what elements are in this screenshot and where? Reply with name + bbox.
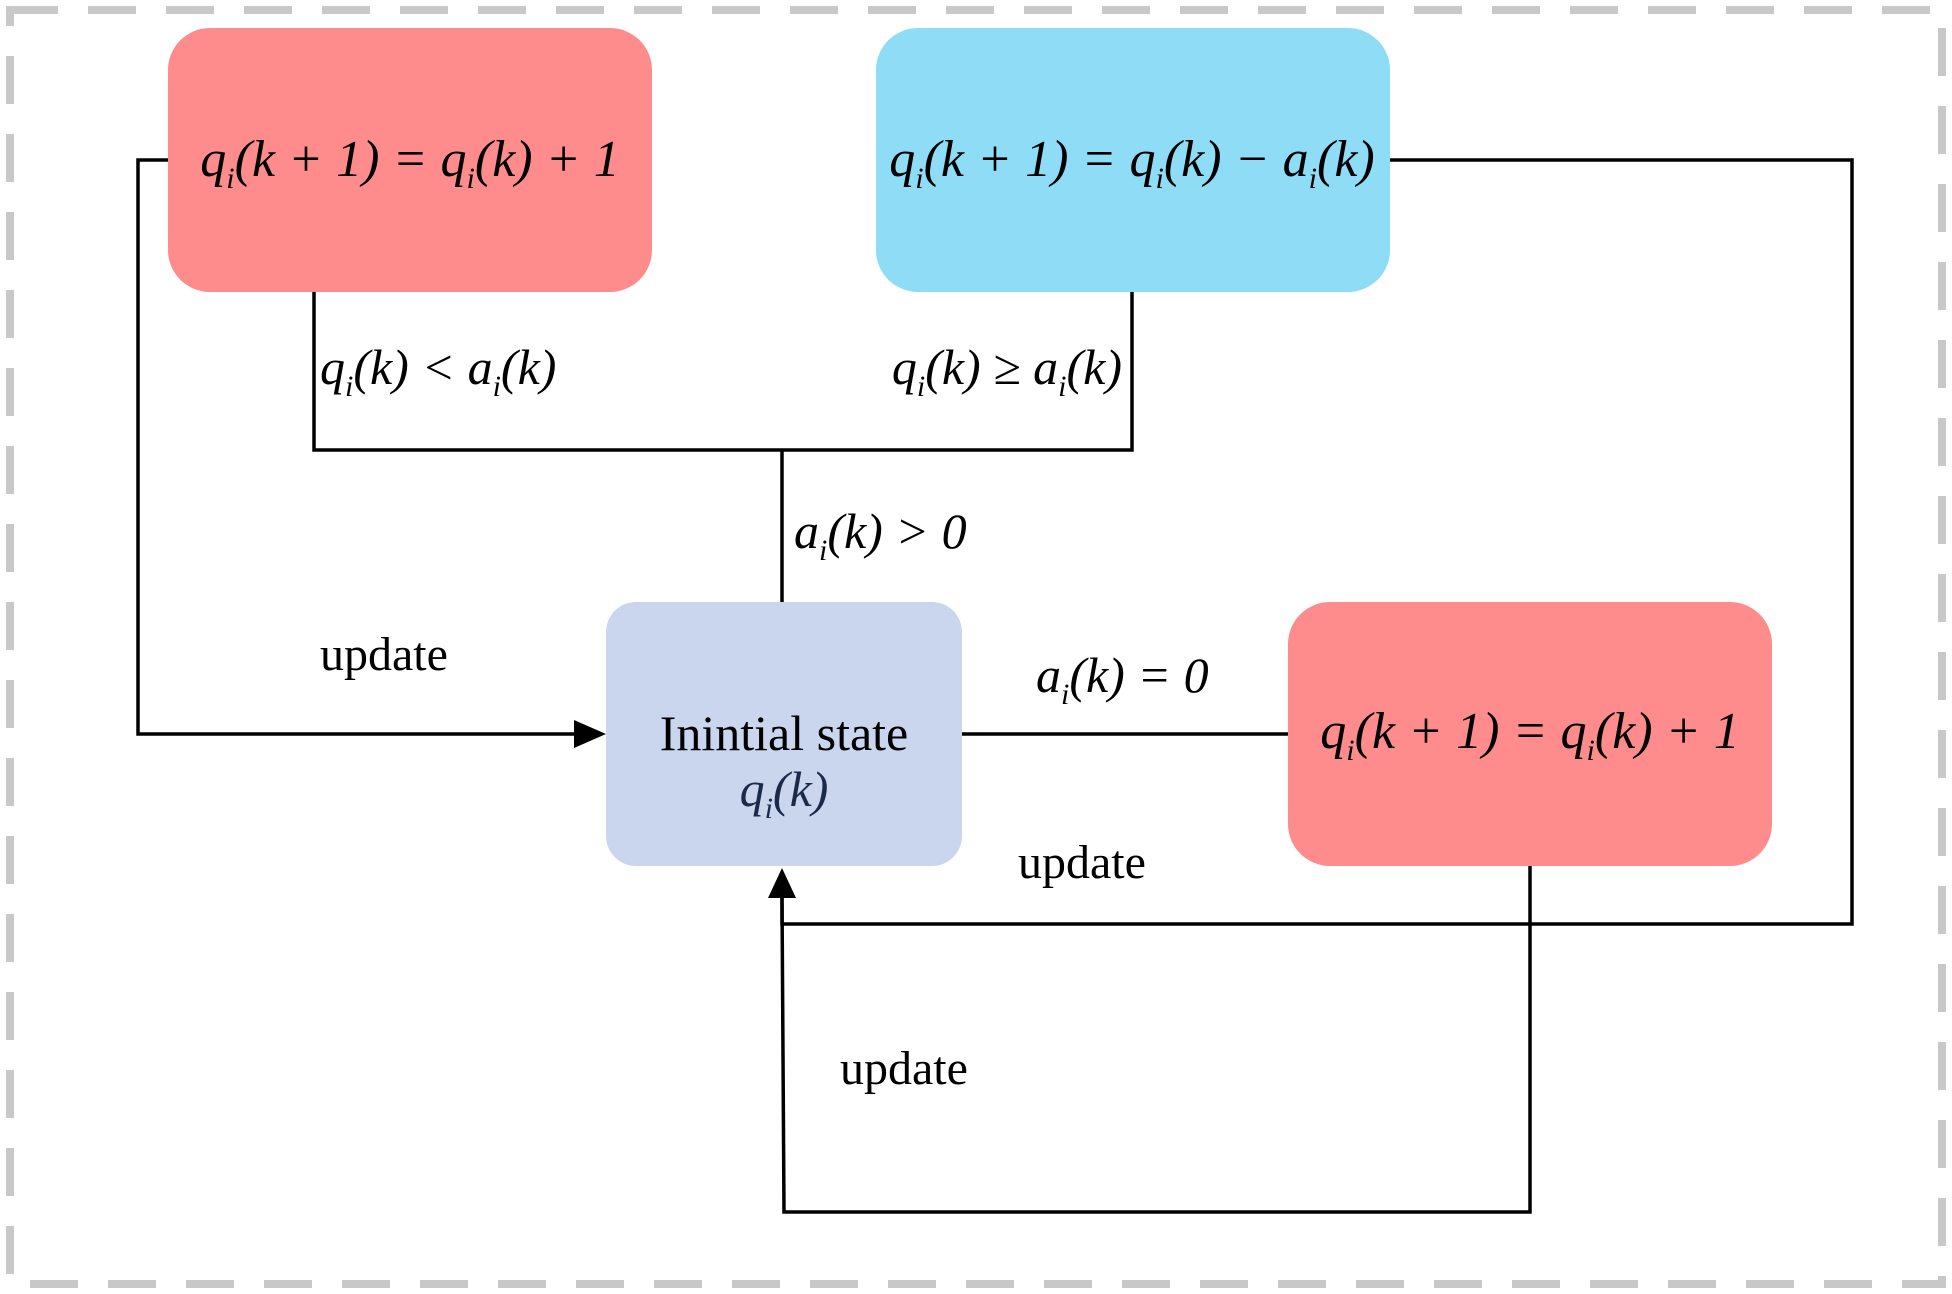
arrowhead-right	[574, 720, 606, 748]
eq-symbol: a	[1283, 131, 1309, 188]
eq-subscript: i	[917, 370, 925, 403]
eq-symbol: a	[1036, 647, 1061, 703]
eq-symbol: q	[892, 339, 917, 395]
eq-subscript: i	[1058, 370, 1066, 403]
dashed-frame	[6, 6, 1946, 1288]
node-decrement-top-right: qi(k + 1) = qi(k) − ai(k)	[876, 28, 1390, 292]
eq-symbol: a	[1033, 339, 1058, 395]
eq-subscript: i	[493, 370, 501, 403]
eq-subscript: i	[345, 370, 353, 403]
eq-symbol: a	[468, 339, 493, 395]
node-equation: qi(k + 1) = qi(k) + 1	[1320, 703, 1739, 767]
eq-part: (k) > 0	[827, 503, 966, 559]
label-update-mid: update	[1018, 836, 1146, 889]
node-title: Inintial state	[660, 705, 909, 761]
eq-part: (k) + 1	[475, 131, 620, 188]
eq-subscript: i	[1156, 162, 1164, 195]
label-update-bottom: update	[840, 1042, 968, 1095]
eq-subscript: i	[467, 162, 475, 195]
edge-top-left-update	[136, 158, 580, 736]
eq-part: (k + 1) =	[924, 131, 1130, 188]
eq-subscript: i	[1309, 162, 1317, 195]
eq-subscript: i	[1061, 678, 1069, 711]
eq-part: (k)	[1067, 339, 1123, 395]
label-q-geq-a: qi(k) ≥ ai(k)	[892, 339, 1122, 403]
arrowhead-up	[768, 868, 796, 898]
node-increment-top-left: qi(k + 1) = qi(k) + 1	[168, 28, 652, 292]
eq-part: (k)	[1317, 131, 1375, 188]
eq-part: (k + 1) =	[235, 131, 441, 188]
eq-part: (k) = 0	[1069, 647, 1208, 703]
eq-symbol: q	[740, 761, 765, 817]
label-update-left: update	[320, 628, 448, 681]
node-box	[1288, 602, 1772, 866]
eq-subscript: i	[765, 792, 773, 825]
eq-subscript: i	[1346, 734, 1354, 767]
eq-part: (k) −	[1164, 131, 1283, 188]
eq-part: (k) <	[353, 339, 467, 395]
eq-symbol: q	[1320, 703, 1346, 760]
eq-symbol: q	[1561, 703, 1587, 760]
node-box	[876, 28, 1390, 292]
eq-symbol: q	[200, 131, 226, 188]
node-equation: qi(k + 1) = qi(k) − ai(k)	[889, 131, 1374, 195]
eq-symbol: q	[320, 339, 345, 395]
eq-symbol: q	[1130, 131, 1156, 188]
node-initial-state: Inintial state qi(k)	[606, 602, 962, 866]
eq-part: (k + 1) =	[1355, 703, 1561, 760]
eq-part: (k)	[773, 761, 829, 817]
node-increment-right: qi(k + 1) = qi(k) + 1	[1288, 602, 1772, 866]
eq-subscript: i	[226, 162, 234, 195]
eq-symbol: a	[794, 503, 819, 559]
eq-symbol: q	[889, 131, 915, 188]
edge-right-update	[780, 866, 1532, 1214]
connectors	[136, 158, 1854, 1214]
label-q-less-a: qi(k) < ai(k)	[320, 339, 556, 403]
eq-subscript: i	[1587, 734, 1595, 767]
eq-subscript: i	[915, 162, 923, 195]
eq-part: (k) ≥	[925, 339, 1033, 395]
eq-part: (k)	[501, 339, 557, 395]
label-a-gt-0: ai(k) > 0	[794, 503, 967, 567]
label-a-eq-0: ai(k) = 0	[1036, 647, 1209, 711]
node-equation: qi(k + 1) = qi(k) + 1	[200, 131, 619, 195]
eq-subscript: i	[819, 534, 827, 567]
eq-symbol: q	[441, 131, 467, 188]
node-variable: qi(k)	[740, 761, 829, 825]
node-box	[606, 602, 962, 866]
edge-branch-to-top-right	[782, 292, 1134, 452]
eq-part: (k) + 1	[1595, 703, 1740, 760]
node-box	[168, 28, 652, 292]
edge-branch-to-top-left	[312, 292, 782, 452]
